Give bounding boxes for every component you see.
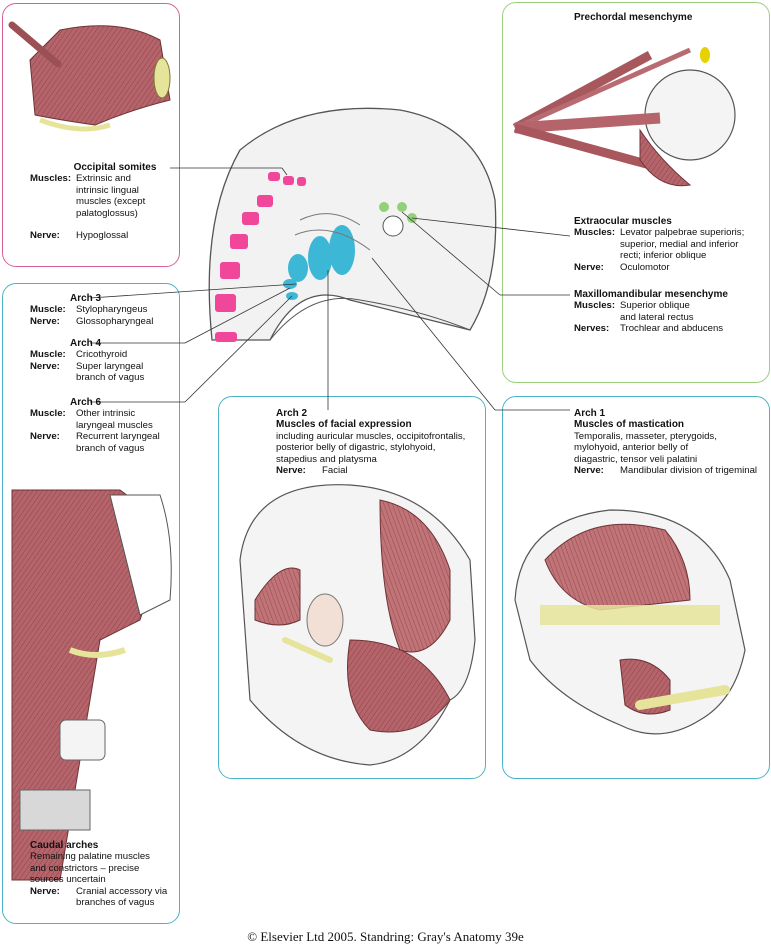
arch1-desc-line: mylohyoid, anterior belly of (574, 442, 689, 454)
nerve-key: Nerve: (30, 315, 60, 327)
muscles-key: Muscles: (30, 173, 72, 185)
arch2-label: Arch 2 Muscles of facial expression incl… (276, 408, 481, 476)
nerve-key: Nerve: (574, 465, 604, 477)
muscle-key: Muscle: (30, 408, 66, 420)
arch6-title: Arch 6 (70, 397, 102, 408)
extraocular-label: Extraocular muscles Muscles: Levator pal… (574, 216, 769, 273)
occipital-nerve: Hypoglossal (76, 230, 129, 242)
arch3-nerve: Glossopharyngeal (76, 315, 154, 327)
copyright-credit: © Elsevier Ltd 2005. Standring: Gray's A… (247, 929, 524, 944)
arch4-muscle: Cricothyroid (76, 349, 128, 361)
nerve-key: Nerve: (30, 431, 60, 443)
arch3-label: Arch 3 Muscle: Stylopharyngeus Nerve: Glos… (30, 293, 180, 327)
arch2-nerve: Facial (322, 465, 348, 477)
arch2-desc-line: stapedius and platysma (276, 453, 377, 465)
occipital-label: Occipital somites Muscles: Extrinsic and… (30, 162, 180, 241)
arch6-nerve-line: branch of vagus (76, 442, 145, 454)
occipital-title: Occipital somites (73, 162, 157, 173)
arch1-title: Arch 1 (574, 408, 606, 419)
extraocular-title: Extraocular muscles (574, 216, 672, 227)
arch1-desc-line: diagastric, tensor veli palatini (574, 453, 698, 465)
eye-illustration (512, 47, 736, 187)
embryo-head-illustration (208, 107, 497, 342)
arch4-nerve-line: Super laryngeal (76, 360, 144, 372)
maxillomandibular-title: Maxillomandibular mesenchyme (574, 289, 728, 300)
caudal-desc-line: and constrictors – precise (30, 862, 140, 874)
nerve-key: Nerve: (30, 885, 60, 897)
extraocular-muscles-line: recti; inferior oblique (620, 250, 707, 262)
arch3-muscle: Stylopharyngeus (76, 304, 148, 316)
maxillomandibular-label: Maxillomandibular mesenchyme Muscles: Su… (574, 289, 769, 335)
maxillomandibular-muscles-line: and lateral rectus (620, 311, 694, 323)
arch3-title: Arch 3 (70, 293, 102, 304)
nerve-key: Nerve: (276, 465, 306, 477)
muscle-key: Muscle: (30, 304, 66, 316)
arch6-muscle-line: Other intrinsic (76, 408, 136, 420)
arch1-desc-line: Temporalis, masseter, pterygoids, (574, 430, 717, 442)
arch6-muscle-line: laryngeal muscles (76, 419, 153, 431)
arch2-desc-line: including auricular muscles, occipitofro… (276, 430, 466, 442)
nerve-key: Nerve: (30, 360, 60, 372)
muscles-key: Muscles: (574, 227, 616, 239)
caudal-nerve-line: Cranial accessory via (76, 885, 168, 897)
arch2-desc-line: posterior belly of digastric, stylohyoid… (276, 442, 436, 454)
caudal-desc-line: sources uncertain (30, 874, 106, 886)
extraocular-muscles-line: superior, medial and inferior (620, 238, 739, 250)
prechordal-title: Prechordal mesenchyme (574, 12, 693, 23)
occipital-muscles-line: muscles (except (76, 196, 146, 208)
occipital-muscles-line: intrinsic lingual (76, 184, 139, 196)
occipital-muscles-line: Extrinsic and (76, 173, 131, 185)
arch4-nerve-line: branch of vagus (76, 372, 145, 384)
arch2-title: Arch 2 (276, 408, 308, 419)
maxillomandibular-nerve: Trochlear and abducens (620, 323, 724, 335)
nerve-key: Nerve: (30, 230, 60, 242)
arch6-nerve-line: Recurrent laryngeal (76, 431, 160, 443)
arch1-nerve: Mandibular division of trigeminal (620, 465, 758, 477)
arch4-title: Arch 4 (70, 338, 102, 349)
arch6-label: Arch 6 Muscle: Other intrinsic laryngeal… (30, 397, 180, 454)
facial-muscles-head-illustration (239, 484, 476, 766)
arch1-label: Arch 1 Muscles of mastication Temporalis… (574, 408, 769, 476)
extraocular-muscles-line: Levator palpebrae superioris; (620, 227, 745, 239)
nerve-key: Nerve: (574, 261, 604, 273)
occipital-muscles-line: palatoglossus) (76, 207, 138, 219)
arch2-subtitle: Muscles of facial expression (276, 419, 412, 431)
mastication-muscles-head-illustration (514, 509, 746, 735)
caudal-nerve-line: branches of vagus (76, 897, 155, 909)
caudal-label: Caudal arches Remaining palatine muscles… (30, 840, 180, 908)
tongue-illustration (8, 21, 171, 132)
arch4-label: Arch 4 Muscle: Cricothyroid Nerve: Super … (30, 338, 180, 384)
caudal-desc-line: Remaining palatine muscles (30, 851, 150, 863)
extraocular-nerve: Oculomotor (620, 261, 670, 273)
arch1-subtitle: Muscles of mastication (574, 419, 685, 431)
caudal-title: Caudal arches (30, 840, 99, 851)
muscle-key: Muscle: (30, 349, 66, 361)
leader-lines (89, 167, 571, 411)
nerve-key: Nerves: (574, 323, 610, 335)
larynx-illustration (11, 489, 172, 881)
maxillomandibular-muscles-line: Superior oblique (620, 300, 690, 312)
muscles-key: Muscles: (574, 300, 616, 312)
